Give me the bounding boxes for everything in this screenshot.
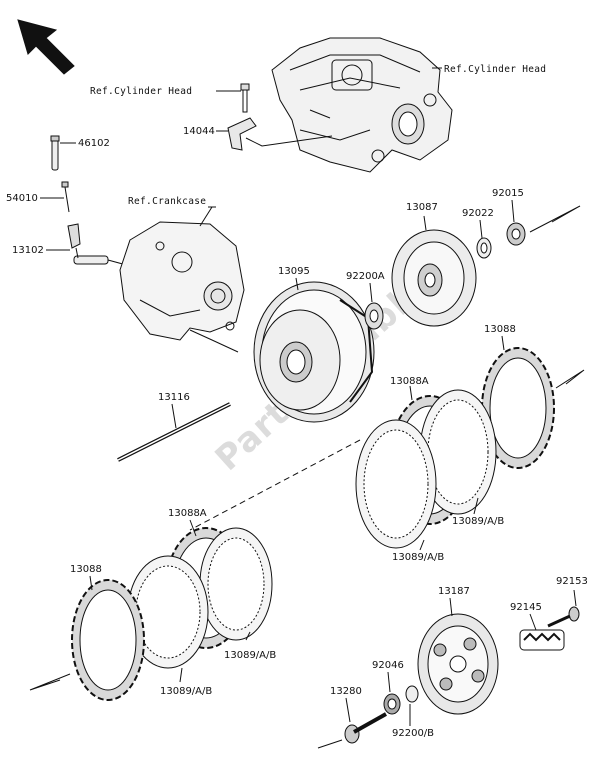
part-label-13280: 13280 [330, 686, 362, 697]
part-label-13095: 13095 [278, 266, 310, 277]
washer-92200B [405, 685, 419, 703]
sensor-46102 [50, 135, 60, 171]
screw-54010 [61, 181, 70, 213]
clutch-housing-13095 [253, 281, 375, 423]
part-label-92145: 92145 [510, 602, 542, 613]
part-label-13102: 13102 [12, 245, 44, 256]
lever-13102 [67, 223, 109, 265]
direction-arrow-icon [17, 19, 75, 75]
spring-92145 [519, 629, 565, 651]
part-label-46102: 46102 [78, 138, 110, 149]
friction-plate-13088-right [481, 347, 555, 469]
part-label-13088-left: 13088 [70, 564, 102, 575]
part-label-13088A-left: 13088A [168, 508, 207, 519]
part-label-92015: 92015 [492, 188, 524, 199]
part-label-92022: 92022 [462, 208, 494, 219]
bearing-92046 [383, 693, 401, 715]
nut-92015 [506, 222, 526, 246]
part-label-13088-right: 13088 [484, 324, 516, 335]
part-label-13088A-right: 13088A [390, 376, 429, 387]
part-label-92153: 92153 [556, 576, 588, 587]
clutch-hub-13087 [391, 229, 477, 327]
pushrod-13116 [117, 402, 231, 462]
bolt-92153 [547, 606, 580, 628]
part-label-92200B: 92200/B [392, 728, 435, 739]
part-label-14044: 14044 [183, 126, 215, 137]
part-label-92046: 92046 [372, 660, 404, 671]
cylinder-head [271, 37, 453, 173]
part-label-13087: 13087 [406, 202, 438, 213]
friction-plate-13088-left [71, 579, 145, 701]
part-label-13116: 13116 [158, 392, 190, 403]
ref-crankcase-label: Ref.Crankcase [128, 196, 207, 207]
ref-cylinder-head-label-left: Ref.Cylinder Head [90, 86, 193, 97]
part-label-13089-left-mid: 13089/A/B [224, 650, 277, 661]
part-label-13089-left-low: 13089/A/B [160, 686, 213, 697]
part-label-13089-right-mid: 13089/A/B [392, 552, 445, 563]
part-label-13187: 13187 [438, 586, 470, 597]
pushrod-end-13280 [344, 712, 387, 744]
part-label-92200A: 92200A [346, 271, 385, 282]
part-label-54010: 54010 [6, 193, 38, 204]
ref-cylinder-head-label-right: Ref.Cylinder Head [444, 64, 547, 75]
crankcase [119, 221, 245, 353]
part-label-13089-right-low: 13089/A/B [452, 516, 505, 527]
collar-92200A [364, 302, 384, 330]
bolt-14044 [227, 83, 257, 151]
pressure-plate-13187 [417, 613, 499, 715]
